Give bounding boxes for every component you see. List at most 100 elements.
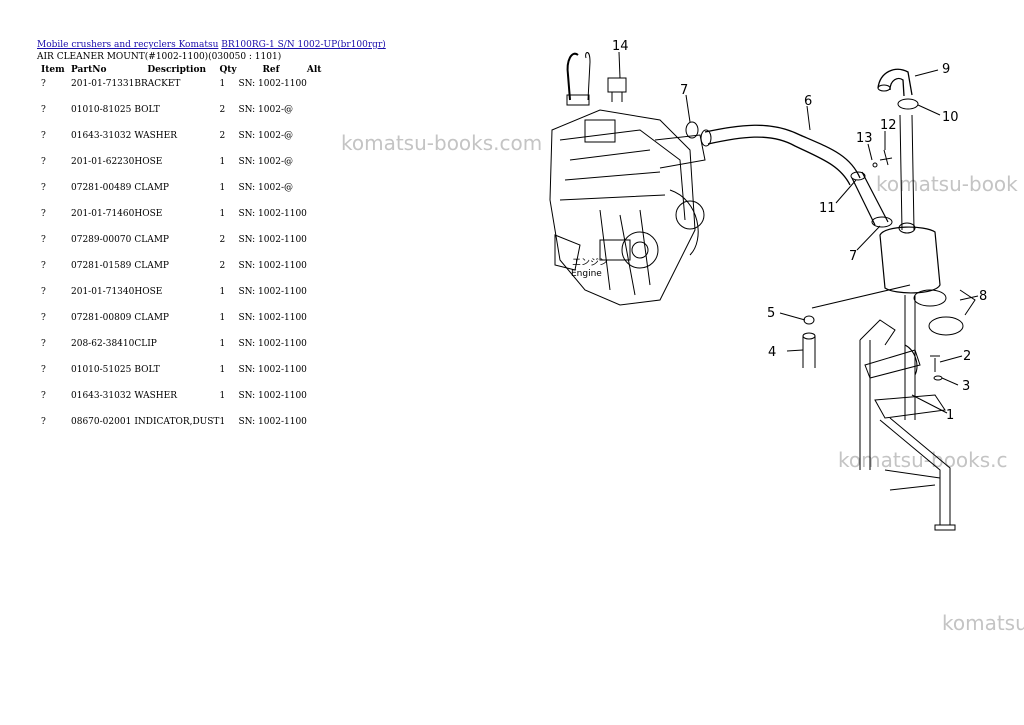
callout-3: 3 bbox=[962, 379, 970, 394]
watermark: komatsu-books.com bbox=[341, 131, 543, 155]
cell-description: CLIP bbox=[134, 339, 157, 349]
cell-item: ? bbox=[41, 235, 46, 245]
cell-description: CLAMP bbox=[134, 261, 169, 271]
cell-ref: SN: 1002-1100 bbox=[238, 235, 307, 245]
header-ref: Ref bbox=[262, 65, 280, 75]
cell-item: ? bbox=[41, 287, 46, 297]
cell-alt bbox=[307, 391, 337, 417]
cell-item: ? bbox=[41, 339, 46, 349]
cell-item: ? bbox=[41, 313, 46, 323]
cell-ref: SN: 1002-1100 bbox=[238, 287, 307, 297]
cell-alt bbox=[307, 183, 337, 209]
cell-description: INDICATOR,DUST bbox=[134, 417, 220, 427]
header-alt: Alt bbox=[306, 65, 322, 75]
cell-partno: 201-01-71460 bbox=[71, 209, 135, 219]
engine-label: Engine bbox=[571, 269, 602, 279]
cell-qty: 1 bbox=[219, 417, 226, 427]
breadcrumb-link-model[interactable]: BR100RG-1 S/N 1002-UP(br100rgr) bbox=[221, 40, 386, 50]
cell-partno: 01643-31032 bbox=[71, 391, 132, 401]
watermark: komatsu bbox=[942, 611, 1024, 635]
cell-description: HOSE bbox=[134, 209, 163, 219]
cell-alt bbox=[307, 79, 337, 105]
parts-table: Item PartNo Description Qty Ref Alt ?201… bbox=[37, 65, 337, 437]
cell-description: HOSE bbox=[134, 157, 163, 167]
cell-alt bbox=[307, 365, 337, 391]
parts-diagram: エンジン Engine bbox=[549, 39, 987, 531]
cell-partno: 07281-01589 bbox=[71, 261, 132, 271]
cell-qty: 2 bbox=[219, 105, 226, 115]
callout-4: 4 bbox=[768, 345, 776, 360]
cell-description: BRACKET bbox=[134, 79, 181, 89]
cell-item: ? bbox=[41, 365, 46, 375]
cell-item: ? bbox=[41, 261, 46, 271]
cell-alt bbox=[307, 417, 337, 437]
cell-item: ? bbox=[41, 391, 46, 401]
cell-description: CLAMP bbox=[134, 235, 169, 245]
cell-description: BOLT bbox=[134, 365, 160, 375]
cell-qty: 1 bbox=[219, 287, 226, 297]
cell-partno: 208-62-38410 bbox=[71, 339, 135, 349]
callout-6: 6 bbox=[804, 94, 812, 109]
cell-description: CLAMP bbox=[134, 313, 169, 323]
header-item: Item bbox=[41, 65, 65, 75]
cell-ref: SN: 1002-1100 bbox=[238, 261, 307, 271]
cell-alt bbox=[307, 261, 337, 287]
cell-ref: SN: 1002-1100 bbox=[238, 209, 307, 219]
cell-item: ? bbox=[41, 209, 46, 219]
callout-2: 2 bbox=[963, 349, 971, 364]
cell-ref: SN: 1002-@ bbox=[238, 183, 293, 193]
cell-qty: 1 bbox=[219, 183, 226, 193]
callout-7: 7 bbox=[680, 83, 688, 98]
header-partno: PartNo bbox=[71, 65, 107, 75]
breadcrumb-link-catalog[interactable]: Mobile crushers and recyclers Komatsu bbox=[37, 40, 219, 50]
callout-5: 5 bbox=[767, 306, 775, 321]
cell-item: ? bbox=[41, 131, 46, 141]
cell-alt bbox=[307, 157, 337, 183]
cell-ref: SN: 1002-1100 bbox=[238, 79, 307, 89]
cell-qty: 2 bbox=[219, 131, 226, 141]
cell-qty: 1 bbox=[219, 365, 226, 375]
callout-11: 11 bbox=[819, 201, 836, 216]
cell-description: WASHER bbox=[134, 391, 178, 401]
engine-label-jp: エンジン bbox=[572, 258, 608, 268]
breadcrumb: Mobile crushers and recyclers Komatsu BR… bbox=[37, 40, 386, 51]
cell-item: ? bbox=[41, 105, 46, 115]
header-qty: Qty bbox=[219, 65, 237, 75]
cell-alt bbox=[307, 105, 337, 131]
cell-qty: 1 bbox=[219, 157, 226, 167]
cell-ref: SN: 1002-1100 bbox=[238, 391, 307, 401]
cell-item: ? bbox=[41, 79, 46, 89]
cell-ref: SN: 1002-1100 bbox=[238, 313, 307, 323]
watermark: komatsu-book bbox=[876, 172, 1018, 196]
cell-ref: SN: 1002-1100 bbox=[238, 365, 307, 375]
callout-7-lower: 7 bbox=[849, 249, 857, 264]
callout-12: 12 bbox=[880, 118, 897, 133]
cell-ref: SN: 1002-@ bbox=[238, 131, 293, 141]
callout-13: 13 bbox=[856, 131, 873, 146]
header-description: Description bbox=[147, 65, 206, 75]
cell-alt bbox=[307, 287, 337, 313]
cell-partno: 01010-51025 bbox=[71, 365, 132, 375]
cell-ref: SN: 1002-1100 bbox=[238, 339, 307, 349]
cell-partno: 201-01-71340 bbox=[71, 287, 135, 297]
cell-description: BOLT bbox=[134, 105, 160, 115]
callout-10: 10 bbox=[942, 110, 959, 125]
cell-alt bbox=[307, 339, 337, 365]
cell-qty: 1 bbox=[219, 79, 226, 89]
cell-alt bbox=[307, 313, 337, 339]
cell-qty: 2 bbox=[219, 235, 226, 245]
cell-qty: 1 bbox=[219, 339, 226, 349]
cell-partno: 201-01-62230 bbox=[71, 157, 135, 167]
cell-partno: 01643-31032 bbox=[71, 131, 132, 141]
engine-drawing: エンジン Engine bbox=[549, 52, 706, 306]
cell-alt bbox=[307, 209, 337, 235]
callout-9: 9 bbox=[942, 62, 950, 77]
